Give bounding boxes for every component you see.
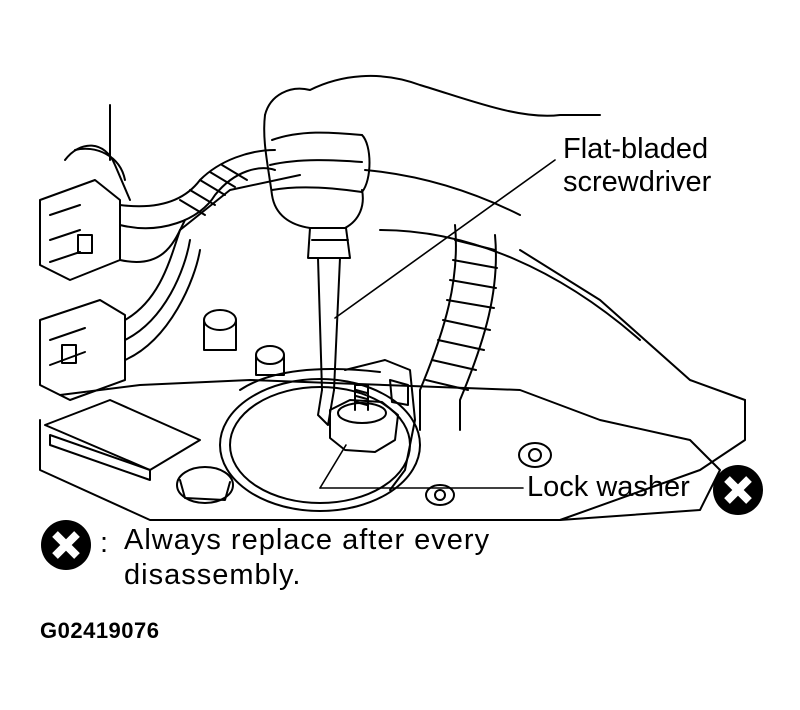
screwdriver-label-line2: screwdriver [563,166,712,198]
mounting-bolt [176,466,234,504]
screwdriver-ferrule [307,227,351,259]
screwdriver-blade [317,389,335,426]
flat-pad [44,399,201,471]
lock-washer-nut [329,399,399,453]
connector-lower [39,299,126,401]
legend-text-line2: disassembly. [124,559,302,591]
housing-outline [39,104,746,521]
legend-colon: : [100,527,109,559]
x-in-circle-icon [41,520,91,570]
housing-top-edge [179,174,746,401]
right-hose [419,224,457,431]
screwdriver-leader [334,159,556,319]
stud [354,384,369,411]
screwdriver-label-line1: Flat-bladed [563,133,709,165]
lock-washer-label: Lock washer [527,471,690,503]
screwdriver-shaft [317,257,341,391]
x-in-circle-icon [713,465,763,515]
housing-back-curve [379,229,641,341]
wire-harness [119,149,276,208]
valve-plate [59,379,721,521]
hand [264,75,601,117]
figure-id: G02419076 [40,618,160,643]
bracket [344,359,416,491]
screwdriver-label: Flat-bladed screwdriver [563,133,711,199]
legend-text-line1: Always replace after every [124,524,491,556]
